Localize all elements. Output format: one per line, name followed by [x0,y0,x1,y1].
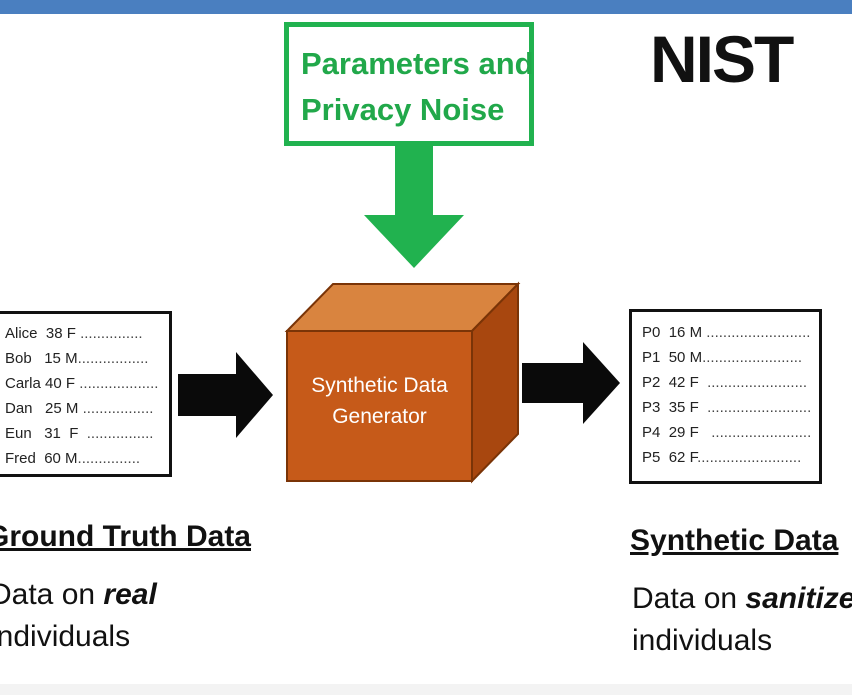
ground-truth-desc-line-2: individuals [0,620,131,653]
row-age: 42 [668,374,686,391]
table-row: P0 16 M ......................... [642,320,819,345]
row-age: 35 [668,399,686,416]
table-row: P5 62 F......................... [642,445,819,470]
table-row: P3 35 F ......................... [642,395,819,420]
table-row: P4 29 F ........................ [642,420,819,445]
row-name: P0 [642,324,661,341]
table-row: Carla 40 F ................... [5,371,169,396]
parameters-privacy-noise-box: Parameters and Privacy Noise [284,22,534,146]
synthetic-desc-line-2: individuals [632,624,773,657]
row-age: 50 [668,349,686,366]
row-dots: ......................... [706,324,811,341]
row-name: P2 [642,374,661,391]
table-row: Eun 31 F ................ [5,421,169,446]
table-row: Alice 38 F ............... [5,321,169,346]
row-name: P3 [642,399,661,416]
row-dots: ............... [80,325,143,342]
ground-truth-table: Alice 38 F ............... Bob 15 M.....… [0,311,172,477]
row-sex: F [689,374,699,391]
ground-truth-description: Data on real individuals [0,574,157,658]
row-age: 38 [45,325,63,342]
row-sex: F [689,399,699,416]
row-dots: ................ [86,425,154,442]
row-age: 60 [44,450,61,467]
params-line-2: Privacy Noise [301,92,505,127]
row-age: 15 [44,350,61,367]
row-age: 25 [45,400,62,417]
row-sex: F [689,424,699,441]
row-name: Carla [5,375,41,392]
nist-logo: NIST [650,22,794,96]
generator-label: Synthetic Data Generator [287,370,472,432]
table-row: Bob 15 M................. [5,346,169,371]
row-age: 40 [45,375,62,392]
row-name: Alice [5,325,38,342]
bottom-bar [0,684,852,695]
table-row: P2 42 F ........................ [642,370,819,395]
row-age: 16 [668,324,686,341]
row-dots: ......................... [697,449,802,466]
row-sex: F [66,325,76,342]
row-sex: M [689,324,703,341]
ground-truth-desc-prefix: Data on [0,578,104,611]
row-sex: F [69,425,79,442]
row-age: 62 [668,449,686,466]
row-name: Fred [5,450,36,467]
row-dots: ........................ [711,424,812,441]
row-dots: ................... [79,375,159,392]
generator-cube [284,281,521,484]
table-row: Dan 25 M ................. [5,396,169,421]
row-sex: M [65,350,78,367]
row-dots: ............... [77,450,141,467]
synthetic-data-description: Data on sanitize individuals [632,578,852,662]
row-sex: F [65,375,76,392]
row-sex: F [689,449,698,466]
ground-truth-desc-line-1: Data on real [0,574,157,616]
row-name: Eun [5,425,32,442]
row-sex: M [689,349,703,366]
row-name: P4 [642,424,661,441]
row-name: Bob [5,350,32,367]
row-dots: ........................ [702,349,803,366]
right-arrow-icon-left [178,352,273,438]
row-dots: ................. [82,400,154,417]
generator-label-line-2: Generator [332,405,427,428]
synthetic-desc-prefix: Data on [632,582,746,615]
synthetic-data-heading: Synthetic Data [630,524,839,557]
row-sex: M [65,450,78,467]
table-row: Fred 60 M............... [5,446,169,471]
row-sex: M [65,400,79,417]
synthetic-desc-line-1: Data on sanitize [632,578,852,620]
row-name: P5 [642,449,661,466]
top-bar [0,0,852,14]
right-arrow-icon-right [522,342,620,424]
row-name: P1 [642,349,661,366]
row-age: 29 [668,424,686,441]
generator-label-line-1: Synthetic Data [311,374,448,397]
ground-truth-heading: Ground Truth Data [0,520,251,553]
synthetic-desc-emphasis: sanitize [745,582,852,615]
params-line-1: Parameters and [301,46,534,81]
row-dots: ......................... [707,399,812,416]
down-arrow-icon [364,146,464,268]
ground-truth-desc-emphasis: real [103,578,157,611]
row-dots: ................. [77,350,149,367]
table-row: P1 50 M........................ [642,345,819,370]
row-dots: ........................ [707,374,808,391]
row-age: 31 [44,425,61,442]
row-name: Dan [5,400,33,417]
synthetic-data-table: P0 16 M ......................... P1 50 … [629,309,822,484]
